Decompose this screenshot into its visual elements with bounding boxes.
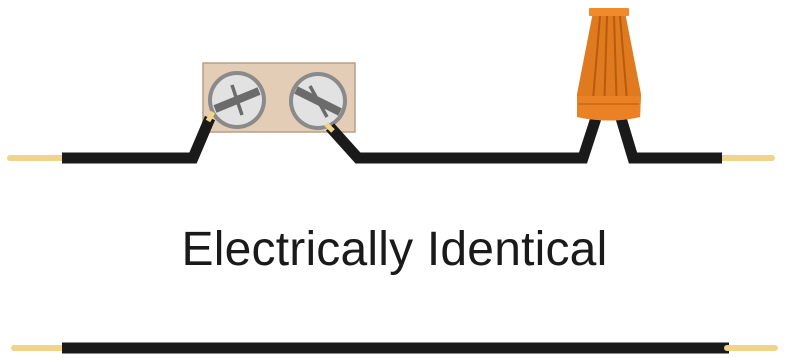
wire-segment-right (615, 116, 722, 164)
spliced-wire-assembly (7, 8, 775, 164)
caption-text: Electrically Identical (181, 223, 608, 276)
wire-nut-icon (577, 8, 641, 121)
screw-icon (208, 71, 266, 129)
bare-wire-tip-left (205, 110, 216, 123)
wire-segment-middle (325, 116, 602, 164)
terminal-block-icon (202, 62, 356, 133)
screw-icon (289, 72, 347, 130)
wire-segment-left (62, 115, 216, 164)
bare-wire-tip-right (324, 122, 335, 133)
